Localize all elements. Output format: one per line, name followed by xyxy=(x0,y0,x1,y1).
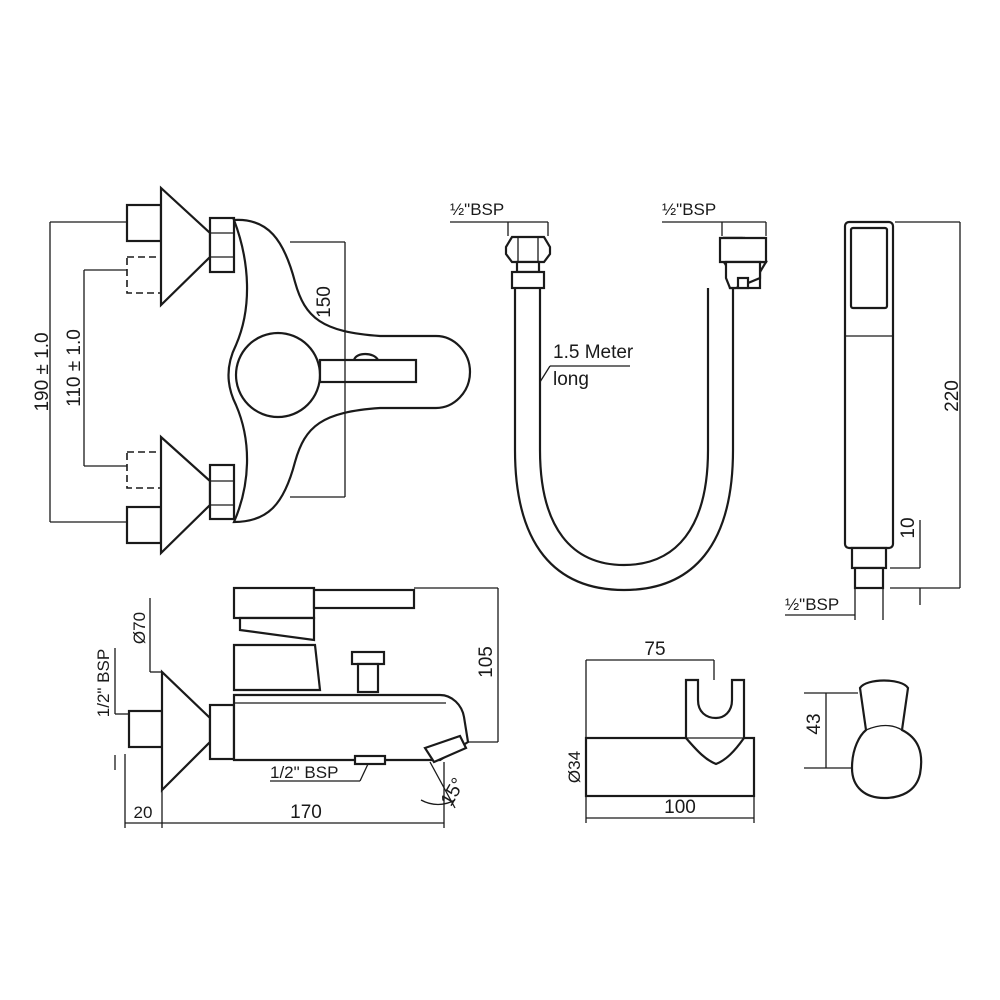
side-mixer-cap xyxy=(232,586,316,620)
hose-inner-line xyxy=(538,288,710,567)
hand-shower-thread xyxy=(853,566,885,590)
lower-hex-nut xyxy=(208,463,236,521)
hose-outer-line xyxy=(513,288,735,592)
lower-inlet-pipe xyxy=(125,505,163,545)
hose-length-label-2: long xyxy=(553,369,589,390)
side-diameter-label: Ø70 xyxy=(130,612,149,644)
side-inlet-pipe xyxy=(127,709,164,749)
dim-150: 150 xyxy=(314,286,335,318)
side-lever xyxy=(312,588,416,610)
upper-inlet-pipe xyxy=(125,203,163,243)
side-lever-base xyxy=(238,616,316,642)
dim-105: 105 xyxy=(476,646,497,678)
hand-shower-thread-label: ½"BSP xyxy=(785,595,839,614)
hose-length-label: 1.5 Meter xyxy=(553,342,634,363)
dim-190: 190 ± 1.0 xyxy=(32,332,53,411)
faucet-side-view: 1/2" BSP Ø70 105 1/2" BSP 15° 20 170 xyxy=(94,586,499,828)
dim-10: 10 xyxy=(898,517,919,538)
dim-170: 170 xyxy=(290,802,322,823)
holder-side-view xyxy=(850,679,923,800)
hand-shower-collar xyxy=(850,546,888,570)
lower-inlet-hidden xyxy=(126,451,162,489)
dim-220: 220 xyxy=(942,380,963,412)
dim-75: 75 xyxy=(644,639,665,660)
mixer-lever xyxy=(318,358,418,384)
hose-outlet-thread-label: ½"BSP xyxy=(662,200,716,219)
hose-inlet-thread-label: ½"BSP xyxy=(450,200,504,219)
dim-100: 100 xyxy=(664,797,696,818)
mixer-cartridge xyxy=(234,331,322,419)
hose-inlet-collar xyxy=(515,260,541,274)
hand-shower-spray-face xyxy=(849,226,889,310)
dim-110: 110 ± 1.0 xyxy=(64,329,85,407)
holder-cradle xyxy=(684,678,746,766)
side-inlet-thread-label: 1/2" BSP xyxy=(94,649,113,717)
dim-20: 20 xyxy=(134,803,153,822)
flexible-hose: ½"BSP ½"BSP 1.5 Meter long xyxy=(450,200,768,592)
upper-inlet-hidden xyxy=(126,256,162,294)
side-outlet-thread-label: 1/2" BSP xyxy=(270,763,338,782)
hose-inlet-nut xyxy=(504,235,552,264)
hand-shower: ½"BSP 220 10 xyxy=(785,220,963,620)
shower-holder: 75 Ø34 100 43 xyxy=(565,639,923,823)
side-mixer-column xyxy=(232,643,322,692)
side-hex-nut xyxy=(208,703,236,761)
dim-43: 43 xyxy=(804,713,825,734)
diverter-knob xyxy=(350,650,386,666)
side-shower-outlet xyxy=(353,754,387,766)
faucet-front-view: 190 ± 1.0 110 ± 1.0 150 xyxy=(32,185,472,556)
hose-inlet-sleeve xyxy=(510,270,546,290)
upper-hex-nut xyxy=(208,216,236,274)
diverter-stem xyxy=(356,662,380,694)
holder-diameter-label: Ø34 xyxy=(565,751,584,783)
side-spout-outlet xyxy=(423,734,468,764)
